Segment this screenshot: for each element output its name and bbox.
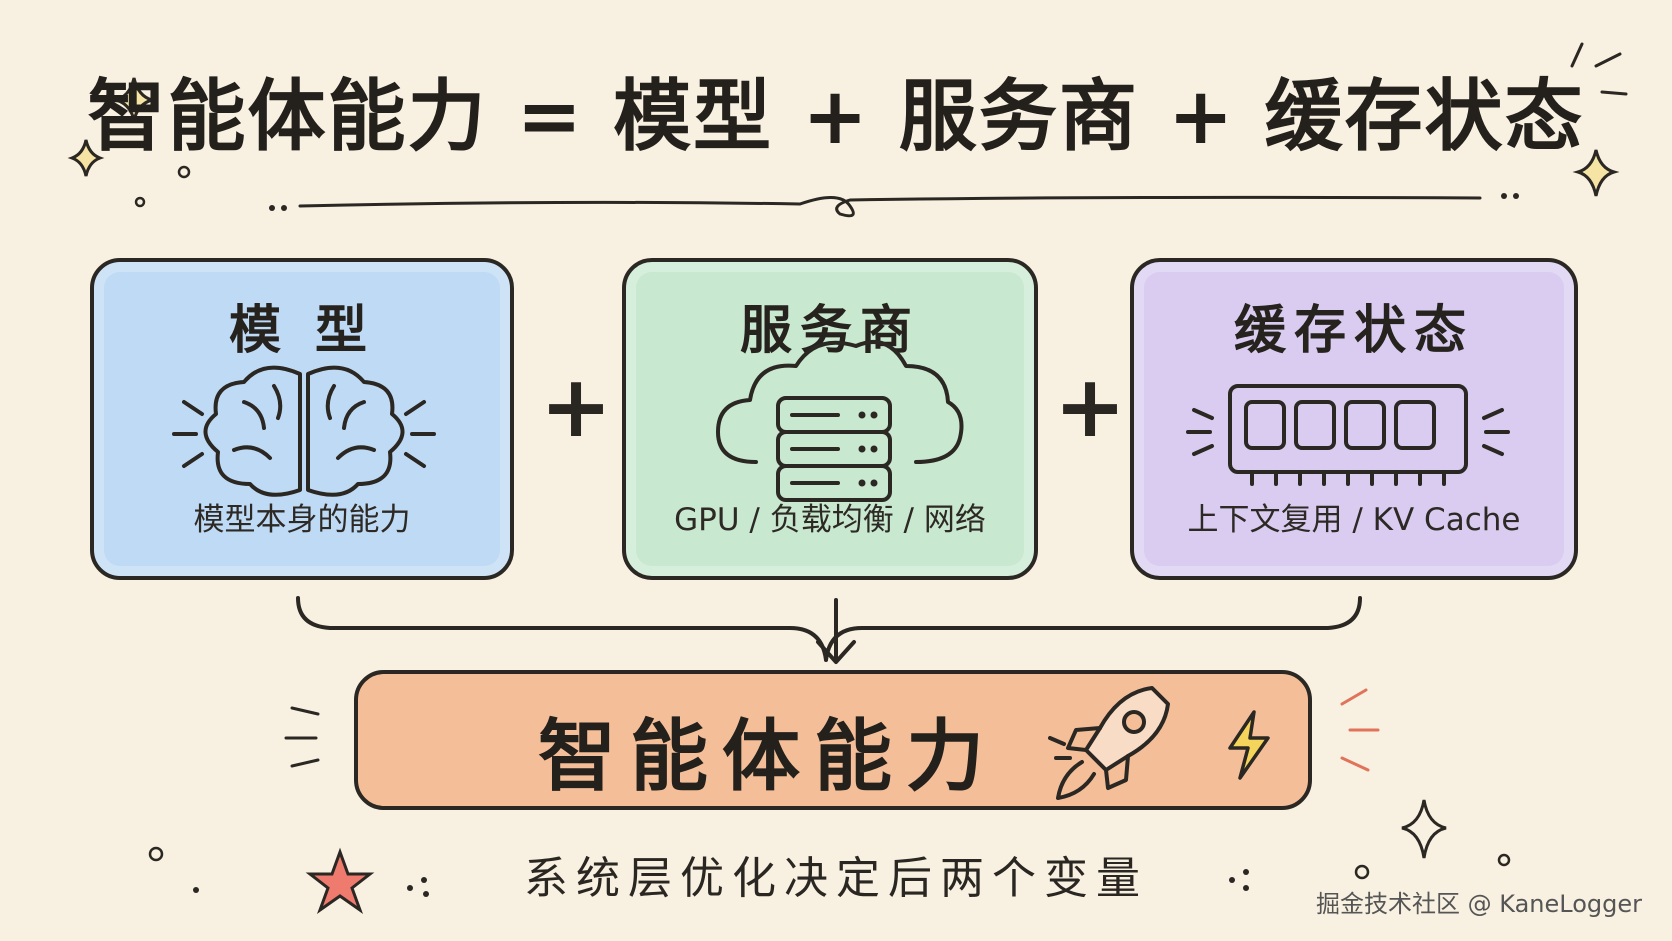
- rocket-icon: [1048, 686, 1170, 800]
- provider-card-title: 服务商: [739, 301, 920, 361]
- brain-icon: [172, 365, 436, 497]
- sparkle-icon: [1572, 149, 1620, 197]
- result-box: 智能体能力: [354, 670, 1312, 810]
- model-card-title: 模 型: [228, 301, 376, 361]
- sparkle-icon: [110, 77, 158, 121]
- cache-card: 缓存状态 上下文复用 / KV Cache: [1130, 258, 1578, 580]
- watermark-credit: 掘金技术社区 @ KaneLogger: [1316, 890, 1642, 918]
- model-card: 模 型 模型本身的能力: [90, 258, 514, 580]
- memory-chip-icon: [1186, 384, 1510, 486]
- footer-caption: 系统层优化决定后两个变量: [524, 853, 1148, 904]
- plus-sign: +: [1054, 357, 1127, 457]
- cache-card-subtitle: 上下文复用 / KV Cache: [1187, 502, 1521, 538]
- result-label: 智能体能力: [538, 712, 999, 802]
- arrow-down-icon: [816, 598, 856, 664]
- title-divider: [298, 195, 1482, 218]
- cloud-server-icon: [716, 340, 964, 502]
- provider-card: 服务商 GPU / 负载均衡 / 网络: [622, 258, 1038, 580]
- model-card-subtitle: 模型本身的能力: [193, 502, 411, 538]
- sparkle-icon: [1401, 799, 1447, 859]
- sparkle-icon: [67, 139, 105, 177]
- lightning-icon: [1228, 710, 1270, 780]
- provider-card-subtitle: GPU / 负载均衡 / 网络: [674, 502, 986, 538]
- cache-card-title: 缓存状态: [1233, 301, 1474, 361]
- page-title: 智能体能力 = 模型 + 服务商 + 缓存状态: [87, 72, 1585, 162]
- star-icon: [305, 847, 375, 914]
- merge-bracket: [296, 596, 1362, 662]
- plus-sign: +: [540, 357, 613, 457]
